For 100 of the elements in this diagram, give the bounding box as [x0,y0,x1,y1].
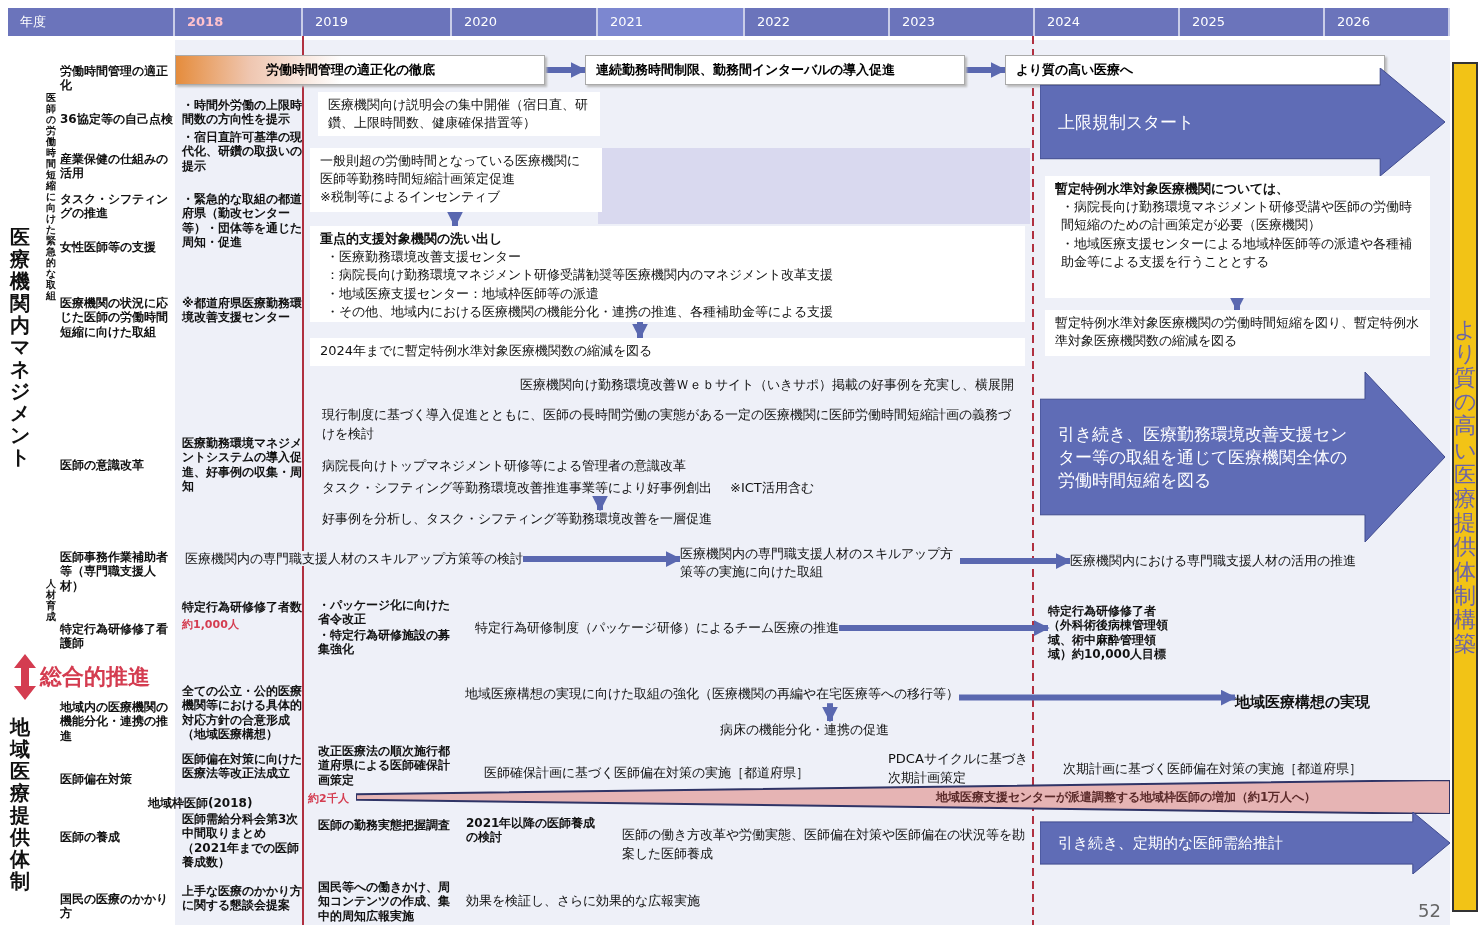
header-cell: 2021 [598,8,745,36]
box-text: ・医療勤務環境改善支援センター [325,248,522,267]
row-label: 地域内の医療機関の機能分化・連携の推進 [60,700,169,744]
plan-band [1005,55,1385,85]
plan-text: 医師確保計画に基づく医師偏在対策の実施［都道府県］ [484,764,810,782]
block-arrow [959,689,1237,706]
goal-text: 地域医療構想の実現 [1235,693,1370,711]
plan-box [310,338,1025,366]
plan-text: 医療機関向け勤務環境改善Ｗｅｂサイト（いきサポ）掲載の好事例を充実し、横展開 [520,376,1015,394]
block-arrow [592,495,608,512]
box-text: 2024年までに暫定特例水準対象医療機関数の縮減を図る [320,342,654,360]
arrow-text: 引き続き、定期的な医師需給推計 [1058,832,1284,854]
plan-text: 好事例を分析し、タスク・シフティング等勤務環境改善を一層促進 [322,511,712,526]
row-label: ・緊急的な取組の都道府県（勤改センター等）・団体等を通じた周知・促進 [182,192,302,250]
header-cell: 2020 [452,8,598,36]
plan-text: 医療機関内における専門職支援人材の活用の推進 [1070,553,1356,568]
plan-text: 医療機関内の専門職支援人材のスキルアップ方策等の検討 [185,551,523,566]
header-cell: 2022 [745,8,890,36]
header-cell: 2023 [890,8,1035,36]
box-text: ・地域医療支援センターによる地域枠医師等の派遣や各種補助金等による支援を行うこととする [1060,234,1413,271]
plan-text: 特定行為研修制度（パッケージ研修）によるチーム医療の推進 [475,620,839,635]
group-title: 医師の労働時間短縮に向けた緊急的な取組 [46,92,56,301]
row-label: 医師偏在対策 [60,772,133,787]
row-label: 全ての公立・公的医療機関等における具体的対応方針の合意形成（地域医療構想） [182,684,302,742]
row-label: ※都道府県医療勤務環境改善支援センター [182,296,302,325]
block-arrow [1229,295,1245,312]
block-arrow [965,62,1007,78]
plan-box [310,226,1025,322]
count-text: 約2千人 [308,791,350,806]
block-arrow [545,62,587,78]
row-label: 医療機関の状況に応じた医師の労働時間短縮に向けた取組 [60,296,169,340]
plan-box [1045,176,1430,298]
header-cell: 2018 [175,8,303,36]
row-label: 国民等への働きかけ、周知コンテンツの作成、集中的周知広報実施 [318,880,450,924]
section-heading: 総合的推進 [40,663,151,691]
arrow-text: 引き続き、医療勤務環境改善支援センター等の取組を通じて医療機関全体の労働時間短縮を図る [1058,422,1348,492]
box-text: ※税制等によるインセンティブ [320,188,501,207]
target-text: 特定行為研修修了者（外科術後病棟管理領域、術中麻酔管理領域）約10,000人目標 [1048,604,1169,662]
row-label: 上手な医療のかかり方に関する懇談会提案 [182,884,302,913]
row-label: ・宿日直許可基準の現代化、研鑽の取扱いの提示 [182,130,302,174]
row-label: ・時間外労働の上限時間数の方向性を提示 [182,98,302,127]
row-label: 医師偏在対策に向けた医療法等改正法成立 [182,752,302,781]
block-arrow [447,211,463,228]
row-label: 医師の勤務実態把握調査 [318,818,450,833]
goal-bar [1452,62,1478,912]
plan-text: 効果を検証し、さらに効果的な広報実施 [466,892,701,910]
plan-text: タスク・シフティング等勤務環境改善推進事業等により好事例創出 [322,480,712,495]
box-text: ：病院長向け勤務環境マネジメント研修受講勧奨等医療機関内のマネジメント改革支援 [325,266,834,285]
plan-text: ※ICT活用含む [730,480,814,495]
block-arrow [960,553,1072,570]
block-arrow [822,703,838,723]
row-label: 医師の養成 [60,830,121,845]
count-text: 約1,000人 [182,617,240,632]
band-text: より質の高い医療へ [1016,61,1133,79]
header-cell: 2026 [1325,8,1450,36]
box-text: ・病院長向け勤務環境マネジメント研修受講や医師の労働時間短縮のための計画策定が必要（医療機関） [1060,198,1413,235]
row-label: 医療勤務環境マネジメントシステムの導入促進、好事例の収集・周知 [182,436,302,494]
plan-text: 現行制度に基づく導入促進とともに、医師の長時間労働の実態がある一定の医療機関に医師労働時間短縮計画の義務づけを検討 [322,406,1012,443]
group-title: 人材育成 [46,578,56,622]
plan-box [310,148,602,212]
box-text: ・その他、地域内における医療機関の機能分化・連携の推進、各種補助金等による支援 [325,302,834,321]
box-text: ・地域医療支援センター：地域枠医師等の派遣 [325,284,600,303]
band-text: 労働時間管理の適正化の徹底 [266,61,435,79]
plan-text: 医師の働き方改革や労働実態、医師偏在対策や医師偏在の状況等を勘案した医師養成 [622,826,1026,863]
header-cell: 年度 [8,8,175,36]
section-title: 医療機関内マネジメント [10,226,30,468]
block-arrow [839,620,1050,637]
row-label: ・パッケージ化に向けた省令改正 [318,598,450,627]
header-cell: 2019 [303,8,452,36]
header-cell: 2025 [1180,8,1325,36]
row-label: 労働時間管理の適正化 [60,64,169,93]
header-cell: 2024 [1035,8,1180,36]
section-title: 地域医療提供体制 [10,716,30,892]
row-label: 改正医療法の順次施行都道府県による医師確保計画策定 [318,744,450,788]
row-label: 地域枠医師(2018) [148,796,254,811]
plan-text: 病院長向けトップマネジメント研修等による管理者の意識改革 [322,457,687,475]
box-text: 重点的支援対象機関の洗い出し [320,230,503,248]
row-label: ・特定行為研修施設の募集強化 [318,628,450,657]
block-arrow [523,551,682,568]
row-label: タスク・シフティングの推進 [60,192,169,221]
band-text: 連続勤務時間制限、勤務間インターバルの導入促進 [596,61,895,79]
block-arrow [632,322,648,340]
row-label: 産業保健の仕組みの活用 [60,152,169,181]
row-label: 医師需給分科会第3次中間取りまとめ（2021年までの医師養成数） [182,812,301,870]
plan-box [1045,310,1430,356]
row-label: 女性医師等の支援 [60,240,157,255]
plan-band [175,55,545,85]
plan-text: PDCAサイクルに基づき次期計画策定 [888,750,1029,787]
row-label: 国民の医療のかかり方 [60,892,169,921]
row-label: 2021年以降の医師養成の検討 [466,816,597,845]
row-label: 医師の意識改革 [60,458,145,473]
row-label: 36協定等の自己点検 [60,112,174,127]
plan-band [585,55,965,85]
box-text: 一般則超の労働時間となっている医療機関に医師等勤務時間短縮計画策定促進 [320,152,581,189]
row-label: 特定行為研修修了者数 [182,600,302,615]
plan-text: 病床の機能分化・連携の促進 [720,722,889,737]
box-text: 医療機関向け説明会の集中開催（宿日直、研鑽、上限時間数、健康確保措置等） [328,96,589,133]
page-number: 52 [1418,900,1442,921]
box-text: 暫定特例水準対象医療機関については、 [1055,180,1290,198]
band-text: 地域医療支援センターが派遣調整する地域枠医師の増加（約1万人へ） [936,789,1317,806]
